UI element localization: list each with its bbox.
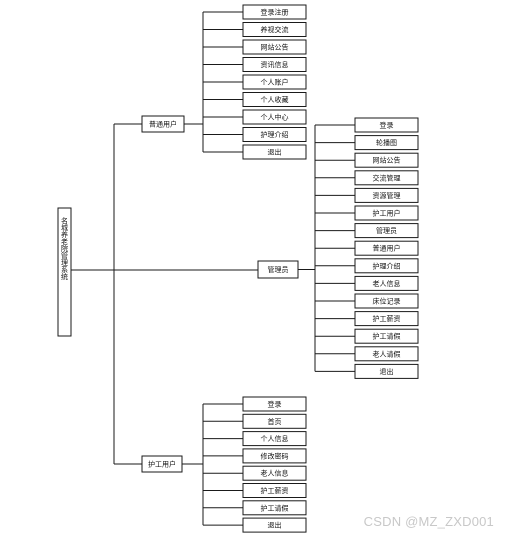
item-box <box>242 144 307 160</box>
item-box <box>242 22 307 37</box>
item-label: 护工请假 <box>373 332 401 341</box>
item-label: 交流管理 <box>373 173 401 182</box>
item-box <box>354 223 419 239</box>
item-label: 登录 <box>380 121 394 130</box>
item-label: 退出 <box>380 367 394 376</box>
groups-layer: 普通用户登录注册养视交流网站公告资讯信息个人账户个人收藏个人中心护理介绍退出管理… <box>141 4 419 533</box>
item-label: 护工请假 <box>261 503 289 512</box>
item-box <box>354 152 419 168</box>
item-label: 护工用户 <box>373 209 401 218</box>
item-label: 轮播图 <box>376 138 397 147</box>
item-box <box>242 4 307 20</box>
item-box <box>242 448 307 464</box>
root-box <box>57 207 72 337</box>
item-label: 护工薪资 <box>373 314 401 323</box>
item-label: 养视交流 <box>261 25 289 34</box>
item-label: 修改密码 <box>261 451 289 460</box>
item-label: 个人账户 <box>261 78 289 87</box>
item-label: 老人信息 <box>373 279 401 288</box>
root-label: 名城养老院管理系统 <box>61 216 69 281</box>
item-box <box>354 170 419 186</box>
item-label: 普通用户 <box>373 244 401 253</box>
item-label: 老人信息 <box>261 469 289 478</box>
item-box <box>354 363 419 379</box>
item-box <box>242 74 307 90</box>
item-label: 登录 <box>268 400 282 409</box>
group-label: 普通用户 <box>149 120 177 129</box>
item-label: 网站公告 <box>261 43 289 52</box>
item-label: 退出 <box>268 148 282 157</box>
item-box <box>354 311 419 327</box>
item-box <box>242 92 307 107</box>
item-label: 管理员 <box>376 226 397 235</box>
item-label: 登录注册 <box>261 8 289 17</box>
item-box <box>354 187 419 203</box>
item-box <box>354 328 419 344</box>
item-box <box>354 205 419 221</box>
item-box <box>354 240 419 256</box>
item-label: 床位记录 <box>373 297 401 306</box>
item-label: 首页 <box>268 417 282 426</box>
item-box <box>242 517 307 533</box>
item-box <box>242 483 307 498</box>
item-label: 个人收藏 <box>261 95 289 104</box>
item-box <box>354 293 419 309</box>
item-label: 护理介绍 <box>261 130 289 139</box>
item-box <box>242 396 307 412</box>
item-box <box>242 500 307 516</box>
item-label: 个人中心 <box>261 113 289 122</box>
item-box <box>242 39 307 55</box>
item-label: 退出 <box>268 521 282 530</box>
item-label: 个人信息 <box>261 434 289 443</box>
item-box <box>354 258 419 274</box>
item-box <box>242 127 307 142</box>
item-label: 网站公告 <box>373 156 401 165</box>
group-label: 护工用户 <box>148 460 176 469</box>
item-box <box>242 57 307 72</box>
item-box <box>242 413 307 429</box>
item-box <box>242 465 307 481</box>
item-label: 护工薪资 <box>261 486 289 495</box>
item-box <box>242 431 307 447</box>
item-label: 老人请假 <box>373 349 401 358</box>
item-box <box>354 346 419 362</box>
group-label: 管理员 <box>268 265 289 274</box>
item-box <box>354 275 419 291</box>
item-label: 资源管理 <box>373 191 401 200</box>
item-box <box>242 109 307 125</box>
item-label: 资讯信息 <box>261 60 289 69</box>
item-box <box>354 135 419 151</box>
item-box <box>354 117 419 133</box>
item-label: 护理介绍 <box>373 261 401 270</box>
watermark: CSDN @MZ_ZXD001 <box>363 514 494 529</box>
